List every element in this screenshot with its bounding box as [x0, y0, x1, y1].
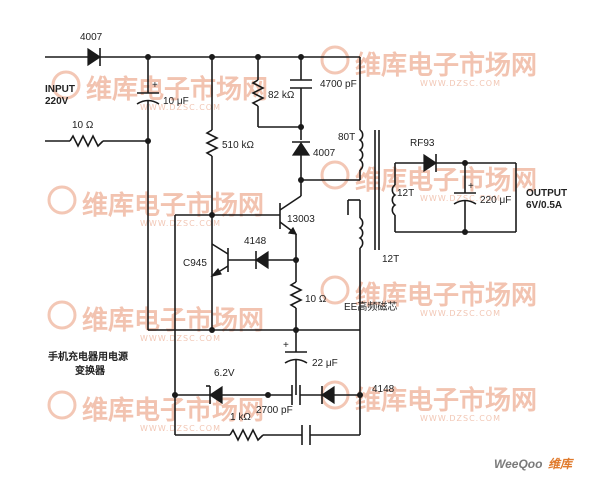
resistor-input [69, 134, 104, 148]
watermark-brand: 维库电子市场网 [82, 395, 264, 426]
label-input-voltage: 220V [45, 96, 69, 107]
label-transformer-core: EE高频磁芯 [344, 300, 397, 313]
watermark-6: 维库电子市场网 WWW.DZSC.COM [320, 275, 537, 318]
input-section: 4007 INPUT 220V + 10 μF 10 Ω [45, 32, 360, 330]
cap-220uf-plus: + [468, 181, 474, 192]
label-output: OUTPUT [526, 188, 567, 199]
label-res-1k: 1 kΩ [230, 412, 251, 423]
watermark-brand: 维库电子市场网 [355, 165, 537, 196]
watermark-url: WWW.DZSC.COM [420, 414, 501, 423]
capacitor-22uf: + [283, 340, 308, 364]
watermark-url: WWW.DZSC.COM [420, 309, 501, 318]
primary-winding-80t [358, 129, 364, 171]
label-res-510k: 510 kΩ [222, 140, 254, 151]
capacitor-4700pf [290, 79, 312, 89]
footer-brand-cn: 维库 [548, 457, 574, 471]
watermark-2: 维库电子市场网 WWW.DZSC.COM [320, 45, 537, 88]
label-turns-80: 80T [338, 132, 355, 143]
label-turns-12-out: 12T [397, 188, 414, 199]
watermark-4: 维库电子市场网 WWW.DZSC.COM [320, 160, 537, 203]
label-cap-4700pf: 4700 pF [320, 79, 357, 90]
transformer: 80T 12T EE高频磁芯 12T [338, 57, 414, 330]
watermark-3: 维库电子市场网 WWW.DZSC.COM [47, 185, 264, 228]
label-zener: 6.2V [214, 368, 235, 379]
watermark-5: 维库电子市场网 WWW.DZSC.COM [47, 300, 264, 343]
cap-10uf-plus: + [152, 80, 158, 91]
watermark-url: WWW.DZSC.COM [140, 219, 221, 228]
watermark-url: WWW.DZSC.COM [140, 103, 221, 112]
resistor-1k [229, 428, 264, 442]
label-res-82k: 82 kΩ [268, 90, 295, 101]
watermark-brand: 维库电子市场网 [82, 305, 264, 336]
watermark-url: WWW.DZSC.COM [140, 424, 221, 433]
label-transistor-c945: C945 [183, 258, 207, 269]
watermark-url: WWW.DZSC.COM [140, 334, 221, 343]
label-output-spec: 6V/0.5A [526, 200, 562, 211]
label-transistor-13003: 13003 [287, 214, 315, 225]
label-cap-22uf: 22 μF [312, 358, 338, 369]
watermark-7: 维库电子市场网 WWW.DZSC.COM [47, 390, 264, 433]
title-line-2: 变换器 [75, 364, 106, 377]
label-cap-10uf: 10 μF [163, 96, 189, 107]
footer-brand: WeeQoo 维库 [494, 457, 574, 471]
watermark-brand: 维库电子市场网 [82, 190, 264, 221]
diode-4148 [254, 250, 269, 270]
diode-4007 [291, 141, 311, 156]
label-turns-12-fb: 12T [382, 254, 399, 265]
label-diode-rf93: RF93 [410, 138, 435, 149]
watermark-brand: 维库电子市场网 [355, 280, 537, 311]
switch-section: 510 kΩ 13003 C945 [148, 54, 360, 395]
label-input: INPUT [45, 84, 75, 95]
label-res-10ohm: 10 Ω [305, 294, 327, 305]
diode-input [87, 47, 102, 67]
circuit-title: 手机充电器用电源 变换器 [48, 350, 128, 377]
watermark-brand: 维库电子市场网 [86, 74, 268, 105]
label-diode-4148b: 4148 [372, 384, 395, 395]
watermark-brand: 维库电子市场网 [355, 385, 537, 416]
watermark-8: 维库电子市场网 WWW.DZSC.COM [320, 380, 537, 423]
capacitor-10uf: + [136, 80, 160, 105]
transistor-c945 [210, 243, 229, 277]
watermark-url: WWW.DZSC.COM [420, 79, 501, 88]
label-diode-4007: 4007 [313, 148, 336, 159]
watermark-url: WWW.DZSC.COM [420, 194, 501, 203]
resistor-510k [205, 129, 219, 157]
output-section: RF93 + 220 μF OUTPUT 6V/0.5A [394, 138, 567, 235]
label-res-input: 10 Ω [72, 120, 94, 131]
label-diode-input: 4007 [80, 32, 103, 43]
label-cap-2700pf: 2700 pF [256, 405, 293, 416]
secondary-winding-12t [391, 184, 397, 216]
transistor-13003 [279, 195, 302, 235]
watermark-brand: 维库电子市场网 [355, 50, 537, 81]
snubber-section: 82 kΩ 4700 pF 4007 [251, 54, 360, 183]
watermark-group: 维库电子市场网 WWW.DZSC.COM 维库电子市场网 WWW.DZSC.CO… [47, 45, 537, 433]
footer-brand-latin: WeeQoo [494, 457, 542, 471]
watermark-1: 维库电子市场网 WWW.DZSC.COM [51, 70, 268, 112]
title-line-1: 手机充电器用电源 [48, 350, 128, 363]
cap-22uf-plus: + [283, 340, 289, 351]
capacitor-220uf: + [453, 181, 477, 205]
label-cap-220uf: 220 μF [480, 195, 511, 206]
timing-section: + 22 μF 6.2V 2700 pF 4148 [172, 330, 395, 445]
resistor-10ohm [289, 281, 303, 309]
label-diode-4148: 4148 [244, 236, 267, 247]
feedback-winding-12t [358, 217, 364, 249]
resistor-82k [251, 79, 265, 107]
